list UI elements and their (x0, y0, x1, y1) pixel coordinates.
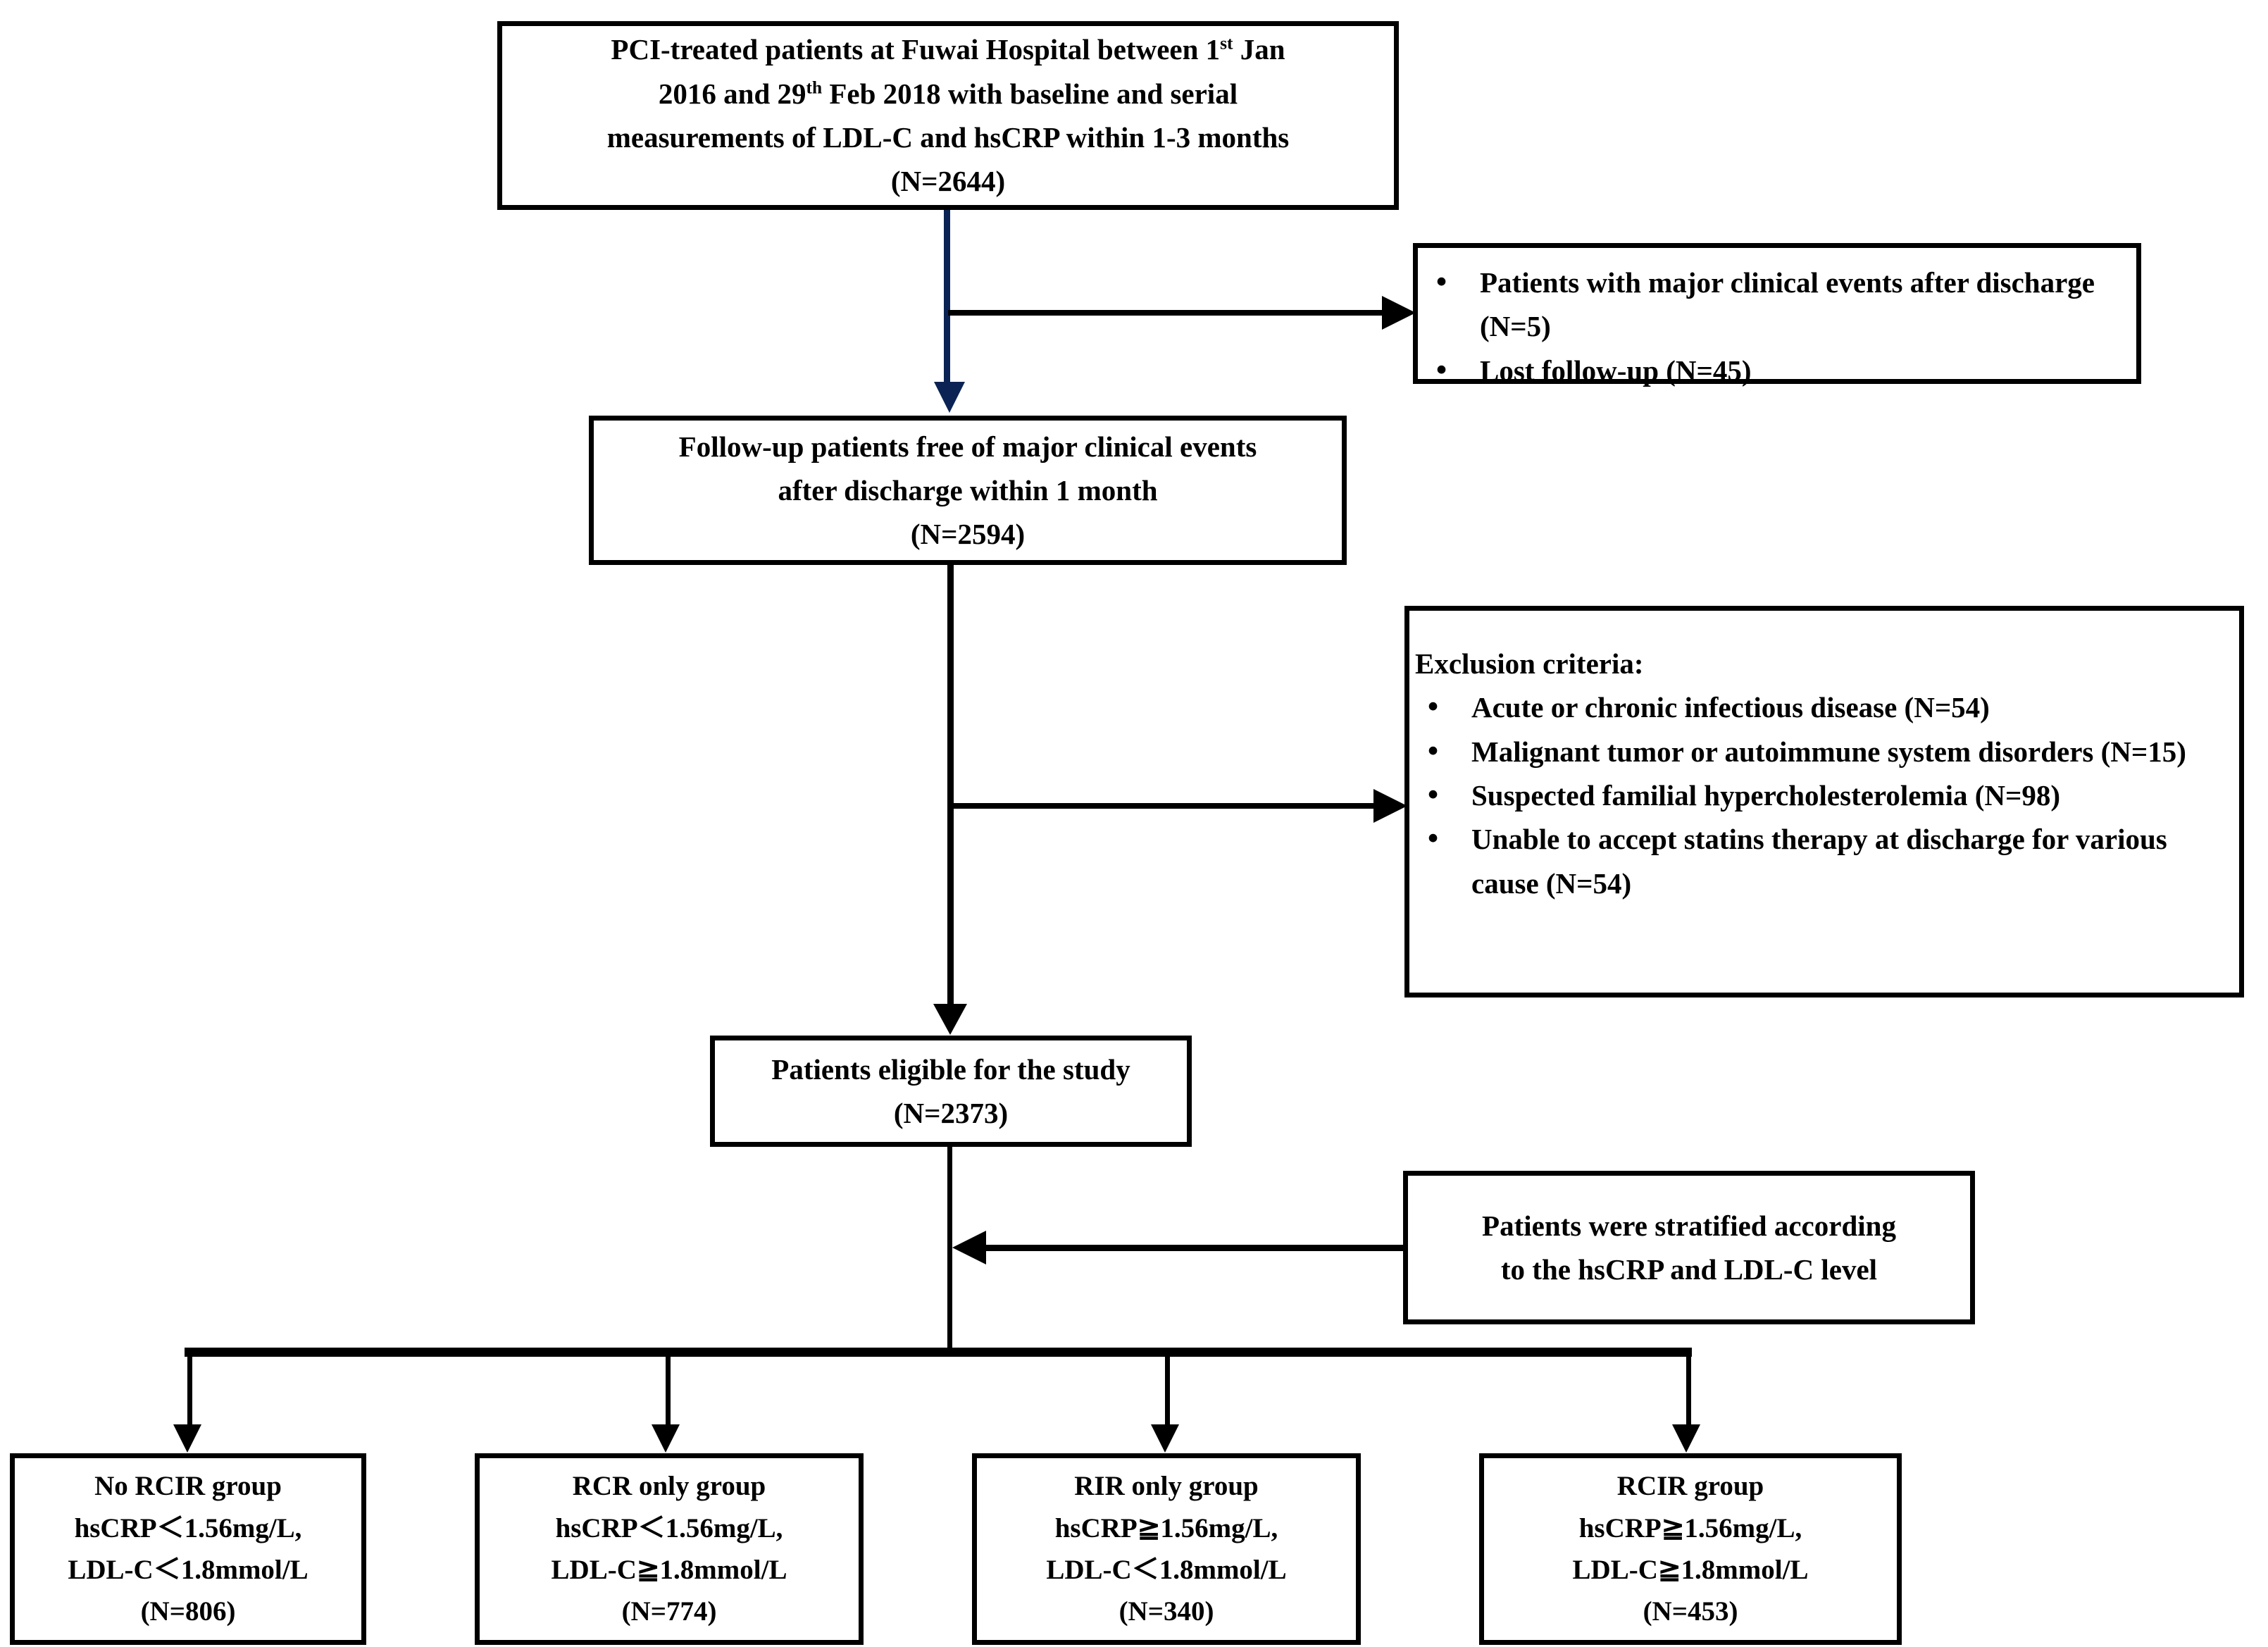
group-rcr-only-text: RCR only group hsCRP＜1.56mg/L, LDL-C≧1.8… (480, 1465, 859, 1632)
followup-free-text: Follow-up patients free of major clinica… (594, 425, 1342, 557)
source-cohort-line2b: Feb 2018 with baseline and serial (822, 77, 1238, 110)
group-rcir-name: RCIR group (1616, 1471, 1764, 1502)
node-followup-free: Follow-up patients free of major clinica… (589, 416, 1347, 565)
group-no-rcir-hscrp: hsCRP＜1.56mg/L, (74, 1512, 302, 1543)
connector-source-to-followup (944, 210, 950, 387)
connector-to-excluded-discharge (948, 310, 1385, 316)
node-exclusion-criteria: Exclusion criteria: Acute or chronic inf… (1404, 606, 2244, 997)
node-excluded-after-discharge: Patients with major clinical events afte… (1413, 243, 2141, 393)
node-source-cohort: PCI-treated patients at Fuwai Hospital b… (497, 21, 1399, 210)
list-item: Malignant tumor or autoimmune system dis… (1409, 728, 2226, 775)
eligible-patients-text: Patients eligible for the study (N=2373) (715, 1048, 1187, 1136)
arrowhead-to-excluded-discharge (1382, 296, 1416, 330)
group-no-rcir-name: No RCIR group (94, 1471, 282, 1502)
node-stratification-note: Patients were stratified according to th… (1403, 1171, 1975, 1324)
arrowhead-source-to-followup (934, 382, 965, 413)
source-cohort-text: PCI-treated patients at Fuwai Hospital b… (502, 27, 1394, 203)
group-rcr-only-ldl: LDL-C≧1.8mmol/L (551, 1555, 787, 1585)
group-rcir-text: RCIR group hsCRP≧1.56mg/L, LDL-C≧1.8mmol… (1484, 1465, 1897, 1632)
connector-to-exclusion-criteria (951, 803, 1376, 809)
source-cohort-line2a: 2016 and 29 (658, 77, 806, 110)
branch-drop-2 (666, 1352, 671, 1429)
list-item: Lost follow-up (N=45) (1418, 347, 2125, 394)
stratification-note-line1: Patients were stratified according (1482, 1209, 1896, 1242)
node-group-rcir: RCIR group hsCRP≧1.56mg/L, LDL-C≧1.8mmol… (1479, 1453, 1902, 1645)
eligible-patients-line1: Patients eligible for the study (771, 1052, 1130, 1086)
group-rcir-ldl: LDL-C≧1.8mmol/L (1572, 1555, 1809, 1585)
arrowhead-to-exclusion-criteria (1373, 789, 1407, 823)
source-cohort-count: (N=2644) (890, 165, 1006, 198)
source-cohort-line3: measurements of LDL-C and hsCRP within 1… (606, 121, 1290, 154)
connector-stratification-to-spine (986, 1245, 1404, 1251)
followup-free-line2: after discharge within 1 month (778, 473, 1158, 506)
group-rir-only-count: (N=340) (1119, 1596, 1214, 1627)
group-rcir-count: (N=453) (1643, 1596, 1738, 1627)
eligible-patients-count: (N=2373) (893, 1097, 1009, 1129)
arrowhead-group-1 (173, 1424, 201, 1453)
branch-drop-3 (1165, 1352, 1170, 1429)
group-rcr-only-hscrp: hsCRP＜1.56mg/L, (555, 1512, 783, 1543)
branch-drop-4 (1686, 1352, 1691, 1429)
followup-free-count: (N=2594) (910, 518, 1026, 551)
list-item: Unable to accept statins therapy at disc… (1409, 816, 2226, 905)
group-no-rcir-count: (N=806) (140, 1596, 236, 1627)
exclusion-criteria-list: Acute or chronic infectious disease (N=5… (1409, 684, 2226, 905)
group-rir-only-ldl: LDL-C＜1.8mmol/L (1046, 1555, 1287, 1585)
source-cohort-line1-sup: st (1220, 33, 1233, 54)
group-rcr-only-name: RCR only group (572, 1471, 766, 1502)
group-rir-only-hscrp: hsCRP≧1.56mg/L, (1054, 1512, 1278, 1543)
excluded-discharge-list: Patients with major clinical events afte… (1418, 259, 2125, 394)
list-item: Suspected familial hypercholesterolemia … (1409, 772, 2226, 819)
group-rcr-only-count: (N=774) (621, 1596, 717, 1627)
list-item: Patients with major clinical events afte… (1418, 259, 2125, 349)
connector-followup-to-eligible (947, 565, 954, 1009)
arrowhead-stratification-to-spine (952, 1231, 986, 1264)
group-rir-only-name: RIR only group (1074, 1471, 1259, 1502)
branch-drop-1 (187, 1352, 192, 1429)
list-item: Acute or chronic infectious disease (N=5… (1409, 684, 2226, 731)
arrowhead-group-3 (1151, 1424, 1179, 1453)
arrowhead-followup-to-eligible (933, 1004, 967, 1035)
stratification-note-text: Patients were stratified according to th… (1408, 1204, 1970, 1292)
source-cohort-line2-sup: th (806, 77, 823, 98)
branch-bar (185, 1348, 1692, 1357)
group-rcir-hscrp: hsCRP≧1.56mg/L, (1578, 1512, 1802, 1543)
group-no-rcir-text: No RCIR group hsCRP＜1.56mg/L, LDL-C＜1.8m… (15, 1465, 361, 1632)
stratification-note-line2: to the hsCRP and LDL-C level (1500, 1253, 1878, 1286)
node-group-no-rcir: No RCIR group hsCRP＜1.56mg/L, LDL-C＜1.8m… (10, 1453, 366, 1645)
node-group-rcr-only: RCR only group hsCRP＜1.56mg/L, LDL-C≧1.8… (475, 1453, 864, 1645)
connector-eligible-to-branch (947, 1147, 952, 1351)
node-group-rir-only: RIR only group hsCRP≧1.56mg/L, LDL-C＜1.8… (972, 1453, 1361, 1645)
node-eligible-patients: Patients eligible for the study (N=2373) (710, 1036, 1192, 1147)
arrowhead-group-2 (652, 1424, 680, 1453)
source-cohort-line1a: PCI-treated patients at Fuwai Hospital b… (611, 33, 1221, 66)
exclusion-criteria-heading: Exclusion criteria: (1415, 647, 1644, 680)
followup-free-line1: Follow-up patients free of major clinica… (678, 430, 1257, 463)
source-cohort-line1b: Jan (1233, 33, 1285, 66)
group-no-rcir-ldl: LDL-C＜1.8mmol/L (68, 1555, 309, 1585)
arrowhead-group-4 (1672, 1424, 1700, 1453)
group-rir-only-text: RIR only group hsCRP≧1.56mg/L, LDL-C＜1.8… (977, 1465, 1356, 1632)
